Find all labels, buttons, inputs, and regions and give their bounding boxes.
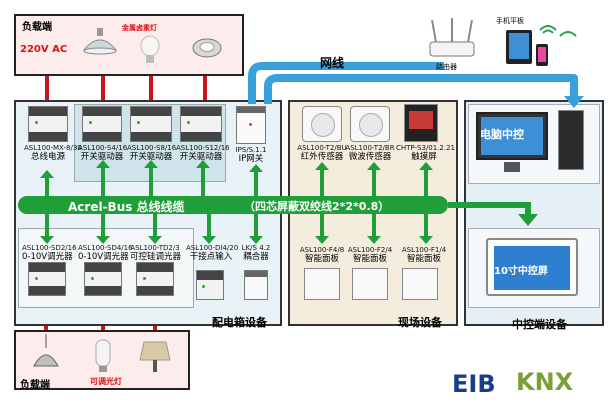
bus-drops — [40, 160, 433, 244]
smart-panel-4-device — [304, 268, 340, 300]
top-module-name-2: 开关驱动器 — [80, 152, 124, 162]
bottom-module-name-1: 0-10V调光器 — [22, 252, 73, 262]
high-bay-lamp-icon — [82, 28, 118, 55]
smart-panel-1-device — [402, 268, 438, 300]
site-panel-name-2: 智能面板 — [352, 254, 387, 264]
site-sensor-name-3: 触摸屏 — [411, 152, 437, 162]
phone-tablet-label: 手机平板 — [496, 17, 524, 25]
tablet-phone-icon — [506, 25, 577, 66]
site-panel-name-3: 智能面板 — [406, 254, 441, 264]
thyristor-dimmer-module — [136, 262, 174, 296]
dimmer-0-10v-4-module — [84, 262, 122, 296]
lamps-bottom-label: 可调光灯 — [90, 377, 122, 386]
bottom-module-name-4: 干接点输入 — [189, 252, 233, 262]
switch-driver-4-module — [82, 106, 122, 142]
switch-driver-8-module — [130, 106, 172, 142]
site-area-label: 现场设备 — [398, 316, 442, 329]
top-module-model-4: ASL100-S12/16 — [176, 144, 230, 152]
bottom-module-model-5: LK/S 4.2 — [241, 244, 271, 252]
site-sensor-name-2: 微波传感器 — [348, 152, 392, 162]
site-panel-model-2: ASL100-F2/4 — [347, 246, 393, 254]
top-module-model-5: IPS/S.1.1 — [235, 146, 267, 154]
bottom-module-model-3: ASL100-TD2/3 — [130, 244, 180, 252]
router-icon — [429, 18, 475, 57]
ip-gateway-module — [236, 106, 266, 144]
bulb-lamp-icon — [140, 35, 160, 63]
dimmer-0-10v-2-module — [28, 262, 66, 296]
touch10-device — [486, 238, 578, 296]
infrared-sensor-device — [302, 106, 342, 142]
lamps-top-label: 金属卤素灯 — [122, 24, 157, 32]
bottom-module-name-2: 0-10V调光器 — [78, 252, 129, 262]
bottom-module-name-3: 可控硅调光器 — [130, 252, 182, 262]
spiral-bulb-icon — [95, 339, 111, 372]
top-module-model-1: ASL100-MX-8/30 — [24, 144, 82, 152]
site-panel-name-1: 智能面板 — [304, 254, 339, 264]
load-bottom-label: 负载端 — [20, 380, 50, 391]
touch-screen-device — [404, 104, 438, 142]
touch10-label: 10寸中控屏 — [494, 266, 548, 277]
switch-driver-12-module — [180, 106, 222, 142]
site-panel-model-1: ASL100-F4/8 — [299, 246, 345, 254]
bottom-module-name-5: 耦合器 — [243, 252, 269, 262]
top-module-name-1: 总线电源 — [30, 152, 65, 162]
pc-label: 电脑中控 — [480, 128, 524, 141]
top-module-name-3: 开关驱动器 — [129, 152, 173, 162]
site-panel-model-3: ASL100-F1/4 — [401, 246, 447, 254]
bottom-module-model-2: ASL100-SD4/16 — [78, 244, 133, 252]
ctrl-area-label: 中控端设备 — [512, 318, 567, 331]
site-sensor-model-1: ASL100-T2/BU — [297, 144, 347, 152]
site-sensor-model-3: CHTP-S3/01.2.21 — [396, 144, 455, 152]
pc-tower-device — [558, 110, 584, 170]
top-module-model-2: ASL100-S4/16 — [78, 144, 128, 152]
top-module-name-4: 开关驱动器 — [179, 152, 223, 162]
site-sensor-model-2: ASL100-T2/BR — [345, 144, 395, 152]
pc-monitor-device — [476, 112, 548, 160]
top-module-name-5: IP网关 — [238, 154, 264, 164]
panel-area-label: 配电箱设备 — [212, 316, 267, 329]
pendant-lamp-icon — [33, 334, 59, 367]
voltage-label: 220V AC — [20, 44, 68, 55]
coupler-module — [244, 270, 268, 300]
bus-label: Acrel-Bus 总线线缆 — [68, 200, 185, 214]
network-arrow-icon — [564, 96, 584, 108]
dry-contact-input-module — [196, 270, 224, 300]
downlight-icon — [192, 38, 222, 58]
eib-logo — [450, 370, 496, 394]
bottom-module-model-1: ASL100-SD2/16 — [22, 244, 77, 252]
network-cable — [248, 62, 578, 104]
top-module-model-3: ASL100-S8/16 — [127, 144, 177, 152]
router-label: 路由器 — [436, 63, 457, 71]
table-lamp-icon — [139, 341, 171, 372]
site-sensor-name-1: 红外传感器 — [300, 152, 344, 162]
smart-panel-2-device — [352, 268, 388, 300]
pc-monitor-stand — [504, 162, 520, 172]
network-label: 网线 — [320, 56, 345, 70]
bus-power-module — [28, 106, 68, 142]
load-top-label: 负载端 — [22, 22, 52, 33]
bottom-module-model-4: ASL100-DI4/20 — [186, 244, 239, 252]
bus-note-label: （四芯屏蔽双绞线2*2*0.8） — [244, 200, 390, 213]
microwave-sensor-device — [350, 106, 390, 142]
eib-logo-text: EIB — [452, 370, 496, 398]
bus-cable — [18, 196, 538, 226]
knx-logo-text: KNX — [516, 368, 574, 396]
red-wires-top — [45, 72, 207, 104]
